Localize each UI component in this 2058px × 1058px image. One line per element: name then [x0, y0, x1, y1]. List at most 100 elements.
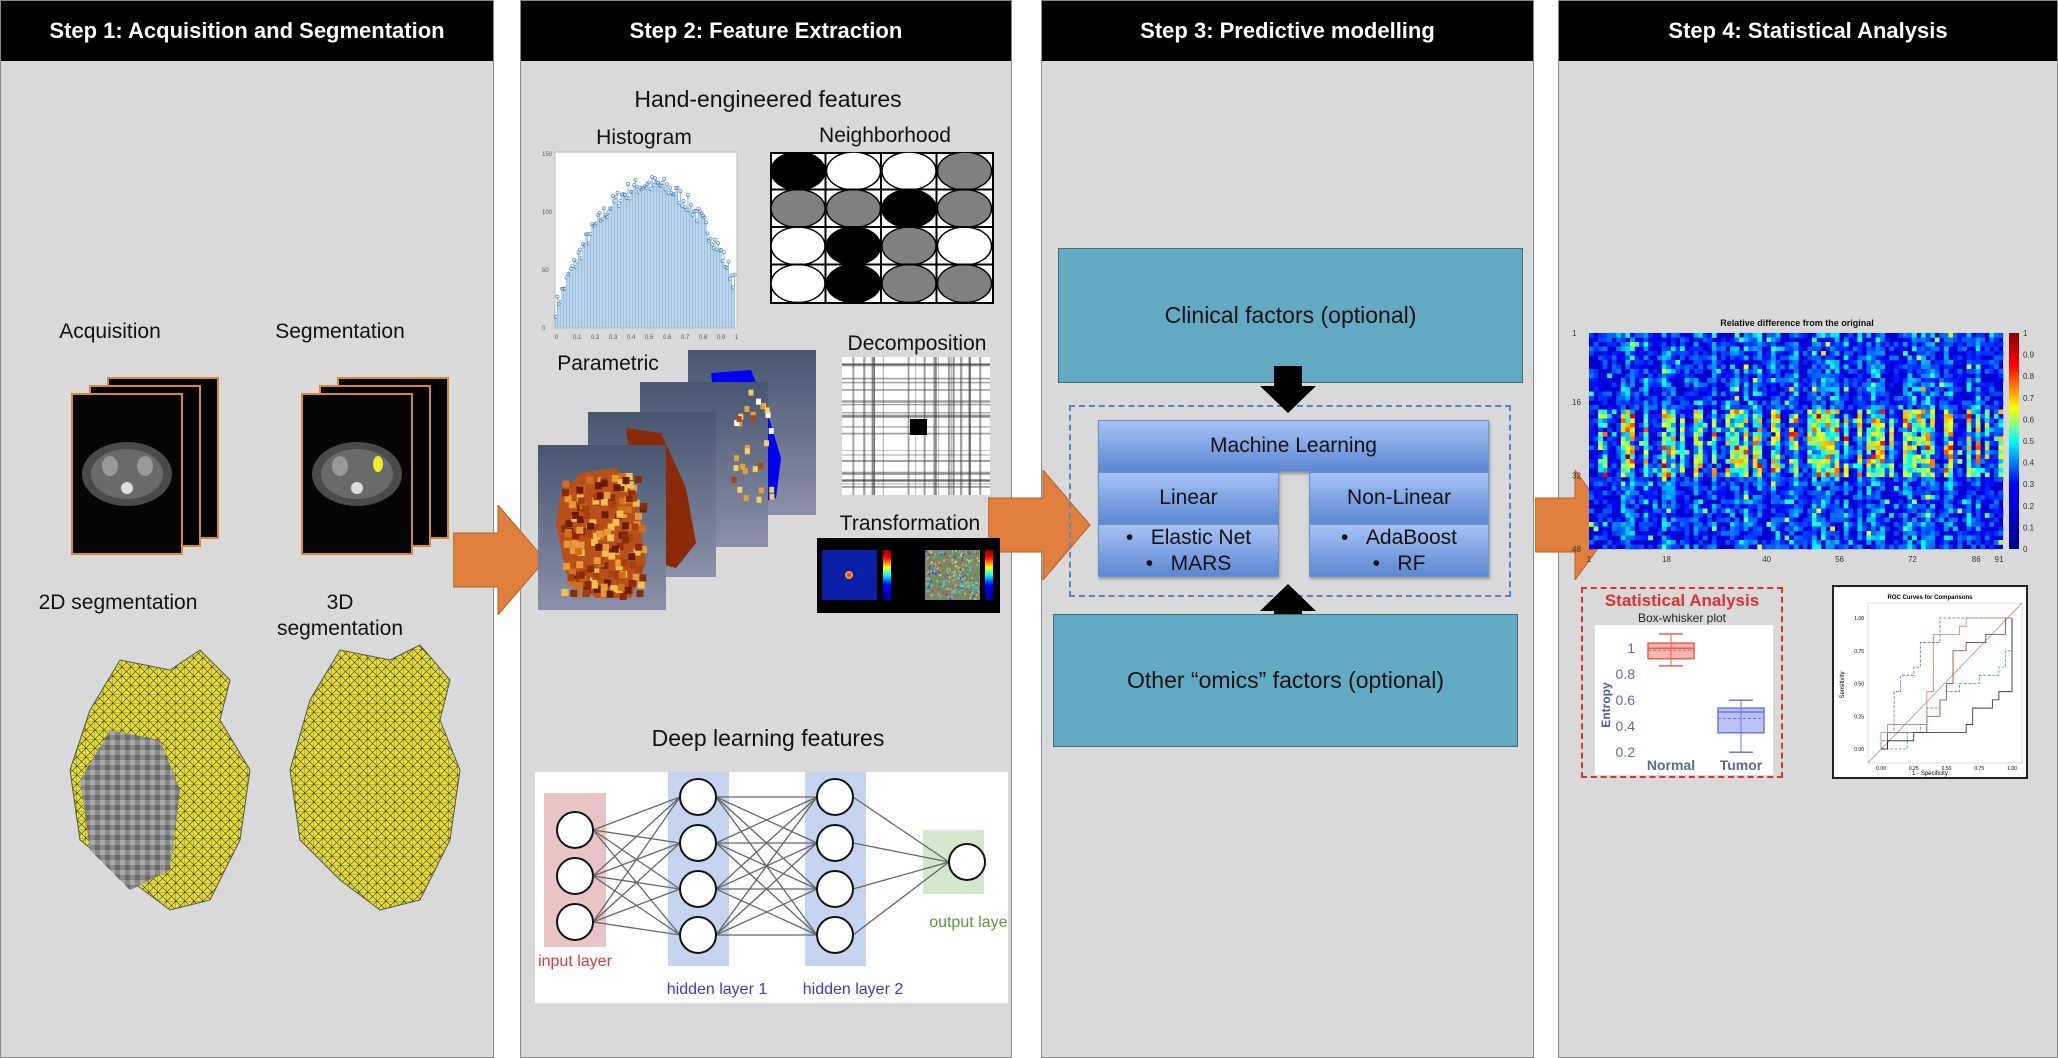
neuron-node	[556, 857, 594, 895]
histogram-ytick: 100	[542, 210, 553, 216]
colorbar-tick: 0.3	[2023, 480, 2035, 489]
neural-network-diagram: input layer hidden layer 1 hidden layer …	[535, 772, 1008, 1003]
neuron-node	[679, 916, 717, 954]
neighborhood-cell	[825, 188, 882, 229]
neighborhood-cell	[770, 152, 826, 191]
step1-title: Step 1: Acquisition and Segmentation	[1, 1, 493, 61]
roc-xtick: 0.50	[1942, 766, 1952, 772]
heatmap-ytick: 48	[1572, 545, 1581, 554]
heatmap-xtick: 56	[1835, 555, 1844, 564]
list-item: • MARS	[1145, 551, 1232, 575]
histogram-xtick: 0.8	[699, 335, 708, 341]
neuron-node	[556, 811, 594, 849]
parametric-maps-stack	[538, 350, 816, 610]
heatmap-xtick: 86	[1972, 555, 1981, 564]
omics-factors-box: Other “omics” factors (optional)	[1053, 614, 1518, 747]
clinical-factors-label: Clinical factors (optional)	[1164, 302, 1417, 328]
neighborhood-cell	[936, 263, 993, 304]
colorbar-tick: 0.5	[2023, 437, 2035, 446]
box-ytick: 0.2	[1616, 744, 1636, 760]
transformation-label: Transformation	[839, 512, 981, 535]
roc-xlabel: 1 - Specificity	[1912, 771, 1948, 777]
linear-methods-list: • Elastic Net • MARS	[1098, 524, 1279, 577]
arrow-step1-to-2	[453, 505, 546, 615]
roc-curve	[1881, 618, 2013, 750]
colorbar-tick: 0.8	[2023, 372, 2035, 381]
histogram-xtick: 0.7	[681, 335, 690, 341]
colorbar-tick: 1	[2023, 329, 2028, 338]
transformation-image	[817, 538, 1000, 613]
neighborhood-cell	[881, 226, 937, 266]
heatmap-xtick: 1	[1587, 555, 1592, 564]
roc-xtick: 0.00	[1876, 766, 1886, 772]
roc-ylabel: Sensitivity	[1840, 671, 1846, 698]
neighborhood-cell	[936, 152, 993, 191]
neighborhood-label: Neighborhood	[819, 124, 951, 147]
stat-title: Statistical Analysis	[1604, 591, 1760, 610]
seg2d-label: 2D segmentation	[38, 591, 198, 614]
decomposition-label: Decomposition	[847, 332, 987, 355]
segmentation-label: Segmentation	[275, 320, 405, 343]
input-layer-label: input layer	[538, 953, 612, 970]
box-ytick: 1	[1627, 640, 1635, 656]
roc-ytick: 0.25	[1854, 714, 1864, 720]
neuron-node	[816, 916, 854, 954]
histogram-ytick: 50	[542, 268, 549, 274]
neighborhood-cell	[881, 263, 937, 304]
heatmap-title: Relative difference from the original	[1720, 318, 1874, 328]
statistical-analysis-box: Statistical Analysis Box-whisker plot 1 0…	[1581, 587, 1783, 778]
neighborhood-cell	[770, 226, 826, 266]
neuron-node	[948, 843, 986, 881]
list-item: • Elastic Net	[1125, 525, 1252, 549]
heatmap: Relative difference from the original 1 1…	[1572, 318, 2035, 564]
hidden-layer-2-label: hidden layer 2	[803, 981, 904, 998]
roc-ytick: 0.75	[1854, 649, 1864, 655]
histogram-ytick: 0	[542, 326, 546, 332]
roc-ytick: 0.50	[1854, 682, 1864, 688]
neighborhood-cell	[936, 188, 993, 229]
neuron-node	[816, 824, 854, 862]
box-ytick: 0.8	[1616, 666, 1636, 682]
histogram-xtick: 1	[735, 335, 739, 341]
roc-ytick: 1.00	[1854, 616, 1864, 622]
ct-image-stacks	[71, 377, 449, 555]
histogram-xtick: 0.1	[573, 335, 582, 341]
heatmap-ytick: 16	[1572, 398, 1581, 407]
3d-mesh-renders	[69, 644, 461, 911]
roc-xtick: 1.00	[2007, 766, 2017, 772]
clinical-factors-box: Clinical factors (optional)	[1058, 248, 1523, 383]
machine-learning-label: Machine Learning	[1210, 434, 1377, 457]
neuron-node	[816, 778, 854, 816]
mesh-3d-segmentation	[289, 644, 461, 911]
deep-learning-title: Deep learning features	[651, 725, 885, 751]
histogram-label: Histogram	[596, 126, 692, 149]
colorbar-tick: 0.4	[2023, 459, 2035, 468]
step2-title: Step 2: Feature Extraction	[521, 1, 1011, 61]
colorbar-tick: 0	[2023, 545, 2028, 554]
hidden-layer-1-label: hidden layer 1	[667, 981, 768, 998]
stat-subtitle: Box-whisker plot	[1637, 611, 1727, 625]
neighborhood-grid	[770, 152, 994, 304]
machine-learning-header: Machine Learning	[1098, 420, 1489, 472]
neighborhood-cell	[770, 188, 826, 229]
linear-header: Linear	[1098, 472, 1279, 524]
histogram-xtick: 0.6	[663, 335, 672, 341]
omics-factors-label: Other “omics” factors (optional)	[1127, 667, 1444, 693]
box-group-label: Tumor	[1720, 757, 1763, 773]
neighborhood-cell	[770, 263, 826, 304]
seg3d-label: 3D segmentation	[276, 591, 404, 640]
box-ytick: 0.6	[1616, 692, 1636, 708]
neuron-node	[679, 870, 717, 908]
histogram-xtick: 0.5	[645, 335, 654, 341]
neuron-node	[679, 824, 717, 862]
neighborhood-cell	[825, 152, 882, 191]
histogram-xtick: 0.9	[717, 335, 726, 341]
neuron-node	[816, 870, 854, 908]
segmentation-stack	[301, 377, 449, 555]
neighborhood-cell	[881, 152, 937, 191]
heatmap-xtick: 18	[1662, 555, 1671, 564]
step3-title: Step 3: Predictive modelling	[1042, 1, 1533, 61]
